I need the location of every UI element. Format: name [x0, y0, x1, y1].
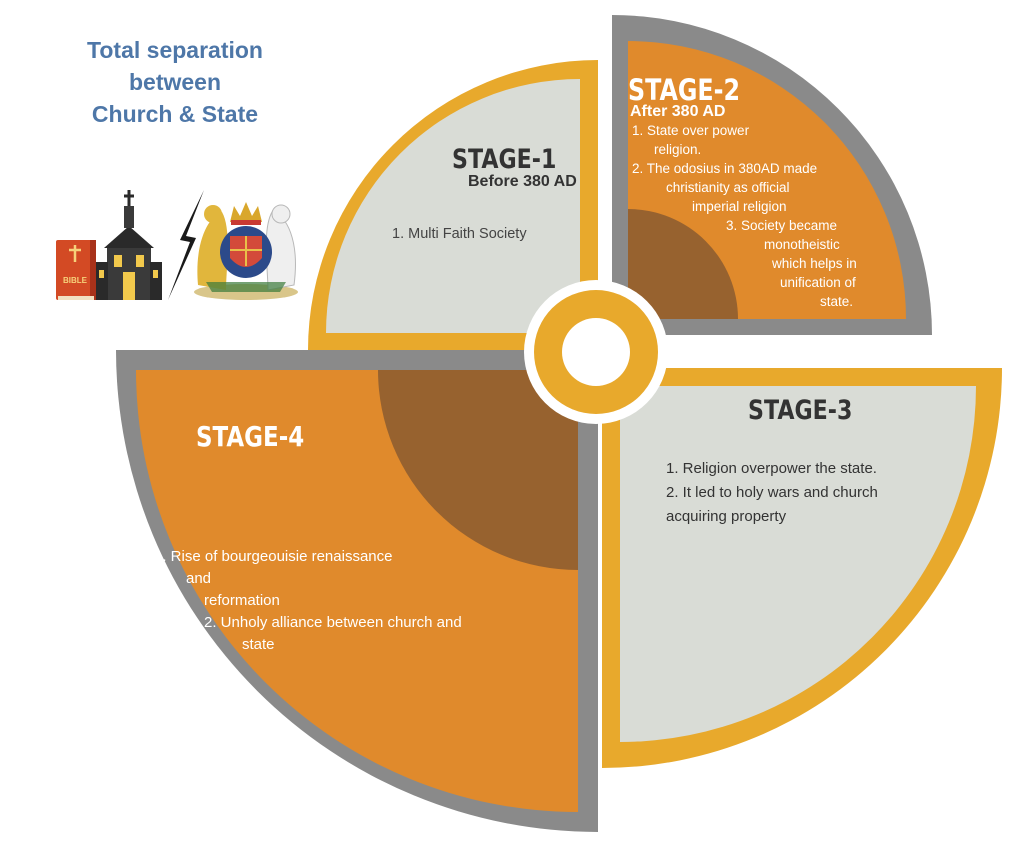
stage-2-text: STAGE-2 After 380 AD 1. State over power… — [628, 73, 857, 311]
stage-4-items: 1. Rise of bourgeouisie renaissance and … — [154, 546, 462, 656]
stage-3-line: 1. Religion overpower the state. — [666, 460, 877, 477]
stage-2-line: 3. Society became — [726, 218, 838, 233]
stage-2-line: unification of — [780, 275, 856, 290]
stage-2-line: 2. The odosius in 380AD made — [632, 161, 818, 176]
stage-1-items: 1. Multi Faith Society — [392, 224, 527, 244]
stage-1-text: STAGE-1 Before 380 AD 1. Multi Faith Soc… — [392, 144, 579, 242]
stage-4-line: 1. Rise of bourgeouisie renaissance — [154, 548, 393, 565]
stage-4-line: and — [186, 570, 212, 587]
stage-2-inner-ring — [628, 209, 738, 319]
title-line-1: Total separation between — [87, 37, 263, 95]
stage-1-heading: STAGE-1 — [452, 144, 557, 175]
stage-2-line: which helps in — [772, 256, 857, 271]
stage-2-subtitle: After 380 AD — [630, 103, 726, 120]
stage-2-line: monotheistic — [764, 237, 840, 252]
stage-2-line: state. — [820, 294, 854, 309]
stage-3-line: acquiring property — [666, 508, 787, 525]
stage-2-line: religion. — [654, 142, 702, 157]
stage-1-subtitle: Before 380 AD — [468, 173, 577, 190]
stage-4-segment — [116, 350, 598, 832]
stage-2-heading: STAGE-2 — [628, 73, 741, 107]
stage-3-items: 1. Religion overpower the state. 2. It l… — [666, 457, 878, 529]
bible-icon: BIBLE — [56, 240, 96, 300]
stage-2-items: 1. State over power religion. 2. The odo… — [628, 121, 857, 311]
stage-3-segment — [602, 368, 1002, 768]
stage-1-segment — [308, 60, 598, 350]
center-hub — [524, 280, 668, 424]
stage-2-line: 1. State over power — [632, 123, 750, 138]
stage-1-fill — [326, 79, 580, 333]
bible-label: BIBLE — [63, 276, 88, 285]
title-line-2: Church & State — [91, 101, 259, 127]
stage-2-line: christianity as official — [666, 180, 790, 195]
stage-3-heading: STAGE-3 — [748, 395, 853, 426]
stage-4-line: state — [242, 636, 275, 653]
stage-4-inner-ring — [378, 370, 578, 570]
stage-1-item: 1. Multi Faith Society — [392, 226, 527, 242]
stage-2-segment — [612, 15, 932, 335]
stage-2-line: imperial religion — [692, 199, 787, 214]
stage-3-line: 2. It led to holy wars and church — [666, 484, 878, 501]
stage-4-heading: STAGE-4 — [196, 420, 305, 453]
diagram-title: Total separation between Church & State — [40, 34, 310, 130]
stage-4-text: STAGE-4 1. Rise of bourgeouisie renaissa… — [154, 420, 462, 653]
royal-coat-of-arms-icon — [194, 202, 298, 300]
hub-center — [562, 318, 630, 386]
church-icon — [96, 190, 162, 300]
stage-4-line: reformation — [204, 592, 280, 609]
stage-3-text: STAGE-3 1. Religion overpower the state.… — [666, 395, 878, 525]
stage-3-fill — [620, 386, 976, 742]
stage-4-line: 2. Unholy alliance between church and — [204, 614, 462, 631]
